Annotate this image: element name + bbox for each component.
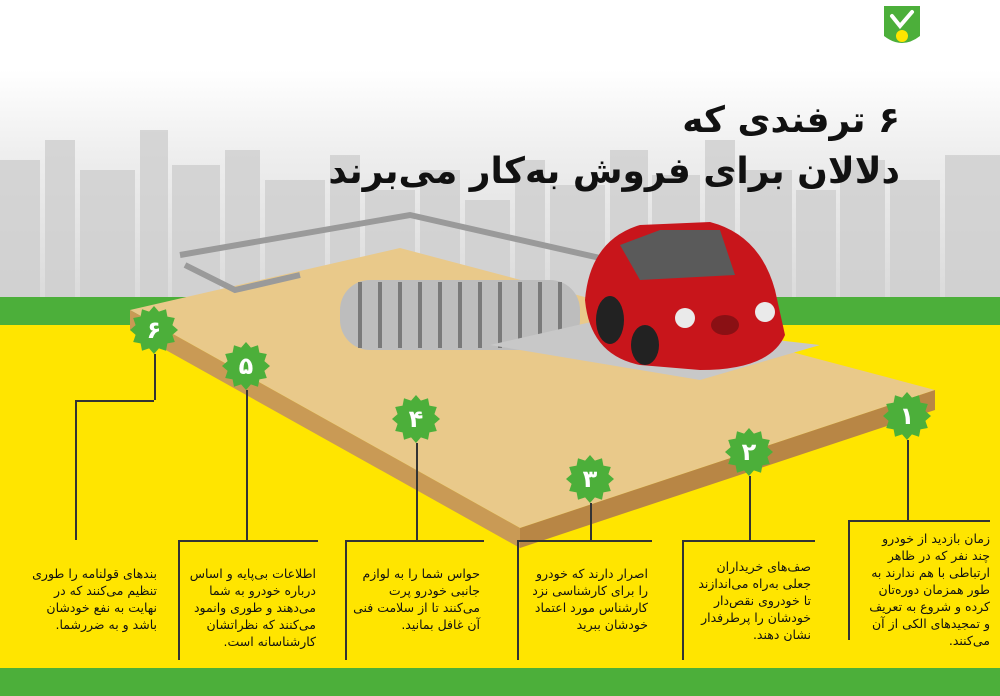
step-number: ۳ <box>582 465 598 493</box>
connector-line <box>246 390 248 540</box>
step-description-line: ارتباطی با هم ندارند به <box>871 565 990 580</box>
red-car <box>585 222 785 370</box>
connector-line <box>345 540 347 660</box>
step-description-4: حواس شما را به لوازم جانبی خودرو پرت می‌کن… <box>348 565 480 633</box>
connector-line <box>590 503 592 540</box>
flower-badge-icon <box>392 395 440 443</box>
step-number: ۵ <box>238 352 254 380</box>
step-description-5: اطلاعات بی‌پایه و اساس درباره خودرو به شم… <box>181 565 316 650</box>
connector-line <box>178 540 180 660</box>
connector-line <box>517 540 519 660</box>
flower-badge-icon <box>883 392 931 440</box>
flower-badge-icon <box>566 455 614 503</box>
connector-line <box>682 540 684 660</box>
step-description-line: درباره خودرو به شما <box>209 583 316 598</box>
step-description-line: اصرار دارند که خودرو <box>535 566 648 581</box>
step-number: ۲ <box>741 438 757 466</box>
step-description-line: کارشناس مورد اعتماد <box>534 600 648 615</box>
step-description-line: می‌کنند که نظراتشان <box>206 617 317 632</box>
step-description-line: می‌کنند. <box>948 633 990 648</box>
connector-line <box>749 476 751 540</box>
wooden-board-side-right <box>520 390 935 548</box>
step-number: ۶ <box>146 316 162 344</box>
connector-line <box>75 400 154 402</box>
wooden-board <box>130 248 935 528</box>
step-description-3: اصرار دارند که خودرو را برای کارشناسی نزد… <box>520 565 648 633</box>
green-band-bottom <box>0 668 1000 696</box>
check-flower-logo-icon <box>884 6 920 43</box>
step-description-line: کارشناسانه است. <box>223 634 316 649</box>
step-description-line: طور همزمان دوره‌تان <box>878 582 990 597</box>
flower-badge-icon <box>130 306 178 354</box>
step-description-line: می‌کنند تا از سلامت فنی <box>353 600 480 615</box>
step-description-line: خودشان را پرطرفدار <box>701 610 811 625</box>
step-badge-4: ۴ <box>392 395 440 443</box>
step-description-line: باشد و به ضرر‌شما. <box>55 617 158 632</box>
step-badge-6: ۶ <box>130 306 178 354</box>
connector-line <box>416 443 418 540</box>
title-line-1: ۶ ترفندی که <box>682 100 900 141</box>
step-badge-2: ۲ <box>725 428 773 476</box>
step-description-line: چند نفر که در ظاهر <box>887 548 990 563</box>
connector-line <box>178 540 318 542</box>
step-description-line: را برای کارشناسی نزد <box>532 583 648 598</box>
connector-line <box>848 520 990 522</box>
step-description-1: زمان بازدید از خودرو چند نفر که در ظاهر ار… <box>852 530 990 649</box>
step-description-line: نهایت به نفع خودشان <box>46 600 157 615</box>
step-description-line: می‌دهند و طوری وانمود <box>193 600 316 615</box>
connector-line <box>154 354 156 400</box>
step-description-line: تنظیم می‌کنند که در <box>54 583 157 598</box>
step-badge-1: ۱ <box>883 392 931 440</box>
step-description-line: آن غافل بمانید. <box>401 617 480 632</box>
connector-line <box>75 400 77 540</box>
page-title: ۶ ترفندی که دلالان برای فروش به‌کار می‌ب… <box>328 96 900 198</box>
step-number: ۱ <box>899 402 915 430</box>
step-description-line: حواس شما را به لوازم <box>362 566 480 581</box>
sky-background <box>0 0 1000 80</box>
step-description-line: نشان دهند. <box>752 627 811 642</box>
step-description-line: تا خودروی نقص‌دار <box>713 593 811 608</box>
flower-badge-icon <box>222 342 270 390</box>
title-line-2: دلالان برای فروش به‌کار می‌برند <box>328 151 900 192</box>
step-description-line: جعلی به‌راه می‌اندازند <box>698 576 811 591</box>
step-badge-3: ۳ <box>566 455 614 503</box>
step-description-6: بندهای قولنامه را طوری تنظیم می‌کنند که د… <box>14 565 157 633</box>
step-description-line: صف‌های خریداران <box>716 559 811 574</box>
trap-spring <box>340 280 580 350</box>
connector-line <box>848 520 850 640</box>
step-badge-5: ۵ <box>222 342 270 390</box>
connector-line <box>682 540 815 542</box>
step-description-line: اطلاعات بی‌پایه و اساس <box>189 566 316 581</box>
step-description-line: بندهای قولنامه را طوری <box>32 566 157 581</box>
step-description-line: زمان بازدید از خودرو <box>882 531 990 546</box>
step-description-line: خودشان ببرید <box>576 617 648 632</box>
step-description-2: صف‌های خریداران جعلی به‌راه می‌اندازند تا … <box>686 558 811 643</box>
step-number: ۴ <box>408 405 424 433</box>
connector-line <box>907 440 909 520</box>
step-description-line: کرده و شروع به تعریف <box>869 599 990 614</box>
step-description-line: جانبی خودرو پرت <box>388 583 480 598</box>
flower-badge-icon <box>725 428 773 476</box>
step-description-line: و تمجیدهای الکی از آن <box>872 616 990 631</box>
connector-line <box>517 540 652 542</box>
connector-line <box>345 540 484 542</box>
